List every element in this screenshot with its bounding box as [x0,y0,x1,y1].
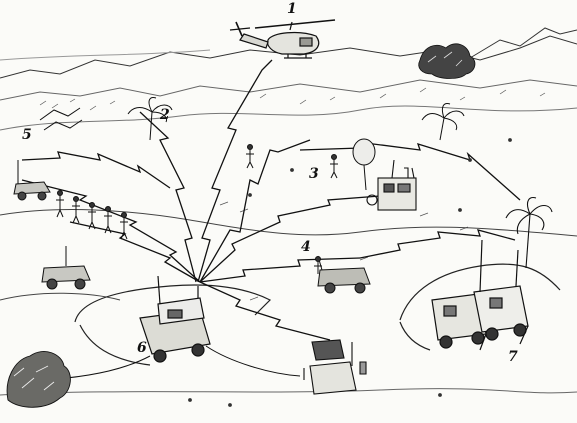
lightning-signal-icon [69,221,201,283]
lightning-signal-icon [199,139,311,283]
ground-marks [188,138,512,407]
palm-tree-icon [505,196,553,269]
lightning-signal-icon [197,59,273,283]
label-4: 4 [301,239,311,255]
label-5: 5 [22,127,32,143]
ground-contours [0,209,577,396]
radio-van-icon [303,339,367,395]
label-3: 3 [309,166,319,182]
soldier-icon [56,190,128,240]
label-7: 7 [508,349,518,365]
lightning-signal-icon [21,151,171,189]
lightning-signal-icon [199,195,381,283]
signal-links [21,59,521,341]
radio-van-icon [366,159,417,211]
label-2: 2 [160,107,170,123]
jeep-icon [317,255,371,294]
horizon-hills [0,27,577,131]
bush-icon [6,351,71,408]
lightning-signal-icon [199,281,331,341]
palm-tree-icon [127,97,173,141]
radio-van-icon [39,275,301,381]
label-6: 6 [137,340,147,356]
explosion-icon [418,43,476,79]
lightning-signal-icon [21,179,201,283]
radio-van-icon [431,239,529,351]
emplacement-mounds [74,263,561,366]
lightning-signal-icon [139,111,197,283]
jeep-icon [41,246,91,290]
palm-tree-icon [421,103,465,141]
label-1: 1 [287,1,297,17]
balloon-icon [352,138,376,191]
soldier-icon [39,107,338,274]
lightning-signal-icon [359,229,516,259]
helicopter-icon [229,19,336,59]
jeep-icon [13,160,51,201]
lightning-signal-icon [199,257,361,283]
